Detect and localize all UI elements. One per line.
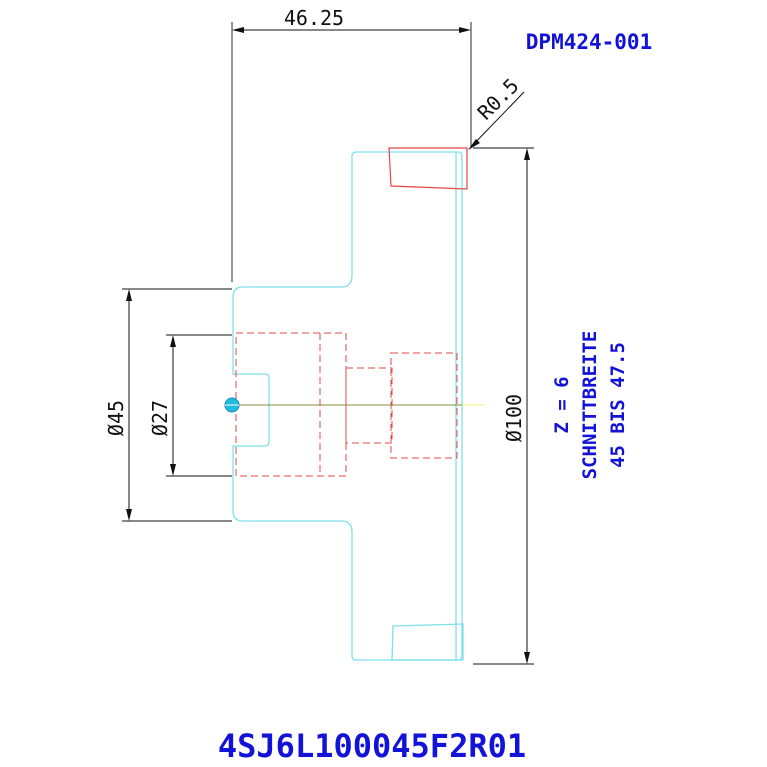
dim-hub-diameter-label: Ø45 <box>104 400 128 436</box>
part-outline <box>232 151 464 661</box>
dim-radius-label: R0.5 <box>473 74 524 125</box>
part-code: 4SJ6L100045F2R01 <box>218 727 526 765</box>
dimension-lines <box>122 22 534 665</box>
dim-width-label: 46.25 <box>284 6 344 30</box>
note-cut-range: 45 BIS 47.5 <box>607 342 629 468</box>
note-cut-width: SCHNITTBREITE <box>579 331 601 480</box>
tooth-profile-top <box>388 147 468 190</box>
notes-block: Z = 6 SCHNITTBREITE 45 BIS 47.5 <box>551 331 629 480</box>
dim-outer-diameter-label: Ø100 <box>502 394 526 442</box>
drawing-number: DPM424-001 <box>526 30 652 54</box>
dim-bore-diameter-label: Ø27 <box>148 400 172 436</box>
note-teeth: Z = 6 <box>551 376 573 433</box>
